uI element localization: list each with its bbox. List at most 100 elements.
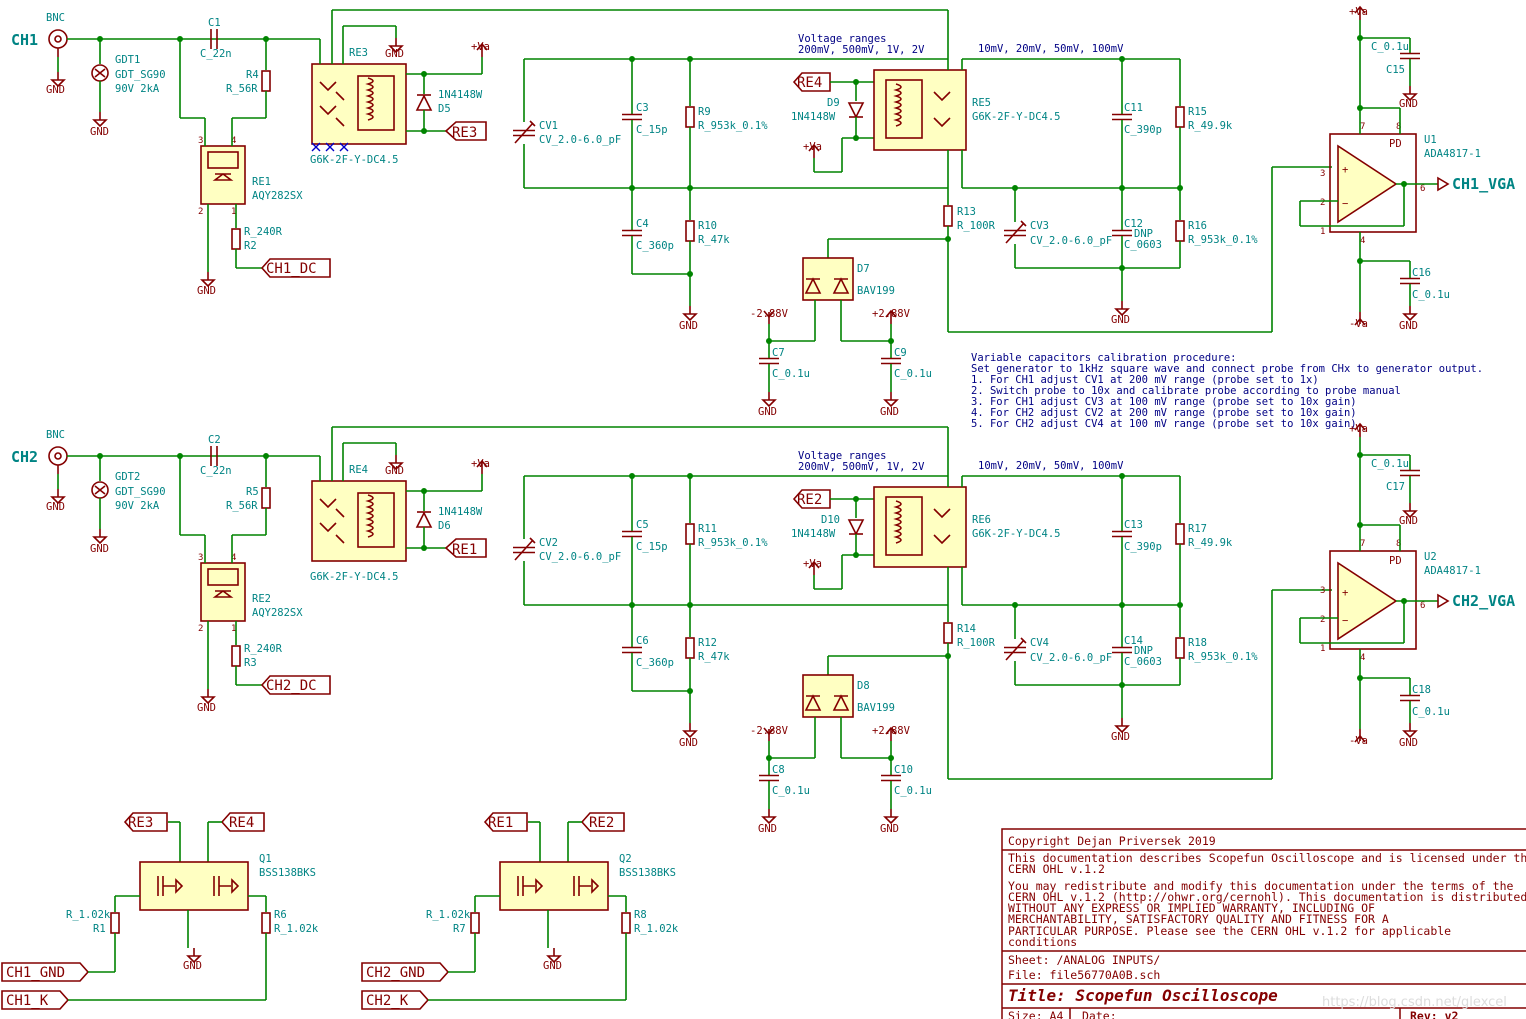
svg-text:R17: R17 [1188, 523, 1207, 535]
svg-text:10mV, 20mV, 50mV, 100mV: 10mV, 20mV, 50mV, 100mV [978, 43, 1124, 55]
ch1-dc-label [260, 258, 331, 278]
svg-text:RE1: RE1 [452, 542, 477, 558]
svg-text:GDT_SG90: GDT_SG90 [115, 69, 166, 81]
svg-text:6: 6 [1420, 184, 1425, 194]
svg-text:RE2: RE2 [797, 492, 822, 508]
svg-text:BAV199: BAV199 [857, 285, 895, 297]
svg-text:R12: R12 [698, 637, 717, 649]
svg-text:Q2: Q2 [619, 853, 632, 865]
svg-text:R_100R: R_100R [957, 220, 996, 232]
svg-text:GND: GND [90, 126, 109, 138]
svg-text:R_953k_0.1%: R_953k_0.1% [1188, 651, 1258, 663]
svg-text:Voltage ranges: Voltage ranges [798, 450, 887, 462]
svg-text:CV3: CV3 [1030, 220, 1049, 232]
tb-title: Title: Scopefun Oscilloscope [1008, 986, 1278, 1005]
gdt-1-ref: GDT1 [115, 54, 140, 66]
svg-text:-2.88V: -2.88V [750, 308, 789, 320]
svg-text:GND: GND [1399, 98, 1418, 110]
svg-text:C_0.1u: C_0.1u [894, 785, 932, 797]
svg-text:+2.88V: +2.88V [872, 308, 911, 320]
svg-text:conditions: conditions [1008, 935, 1077, 949]
svg-text:R_1.02k: R_1.02k [66, 909, 111, 921]
svg-text:C_0.1u: C_0.1u [1412, 289, 1450, 301]
svg-text:C_0.1u: C_0.1u [894, 368, 932, 380]
svg-text:RE3: RE3 [349, 47, 368, 59]
svg-text:GND: GND [880, 406, 899, 418]
svg-text:R5: R5 [246, 486, 259, 498]
svg-text:R14: R14 [957, 623, 976, 635]
svg-text:This documentation describes S: This documentation describes Scopefun Os… [1008, 851, 1526, 865]
svg-text:R2: R2 [244, 240, 257, 252]
svg-text:C18: C18 [1412, 684, 1431, 696]
svg-text:2. Switch probe to 10x and cal: 2. Switch probe to 10x and calibrate pro… [971, 385, 1401, 397]
svg-text:CH1_GND: CH1_GND [6, 965, 65, 981]
svg-text:4: 4 [1360, 653, 1365, 663]
svg-text:RE3: RE3 [128, 815, 153, 831]
gnd-label: GND [46, 84, 65, 96]
svg-text:CV2: CV2 [539, 537, 558, 549]
svg-text:CV_2.0-6.0_pF: CV_2.0-6.0_pF [1030, 235, 1112, 247]
svg-text:R13: R13 [957, 206, 976, 218]
svg-text:R7: R7 [453, 923, 466, 935]
svg-text:1N4148W: 1N4148W [438, 89, 483, 101]
svg-text:C_360p: C_360p [636, 240, 674, 252]
svg-text:CV_2.0-6.0_pF: CV_2.0-6.0_pF [539, 134, 621, 146]
svg-text:3: 3 [1320, 586, 1325, 596]
svg-text:RE4: RE4 [229, 815, 254, 831]
svg-text:C_22n: C_22n [200, 48, 232, 60]
svg-text:Sheet: /ANALOG INPUTS/: Sheet: /ANALOG INPUTS/ [1008, 953, 1160, 967]
svg-text:5. For CH2 adjust CV4 at 100 m: 5. For CH2 adjust CV4 at 100 mV range (p… [971, 418, 1357, 430]
svg-text:3. For CH1 adjust CV3 at 100 m: 3. For CH1 adjust CV3 at 100 mV range (p… [971, 396, 1357, 408]
relay-re3 [311, 63, 407, 145]
svg-text:C_0.1u: C_0.1u [772, 785, 810, 797]
svg-text:GND: GND [385, 48, 404, 60]
svg-text:CH1_VGA: CH1_VGA [1452, 175, 1515, 193]
svg-text:GND: GND [385, 465, 404, 477]
svg-text:GND: GND [1111, 731, 1130, 743]
c1-ref: C1 [208, 17, 221, 29]
svg-text:C13: C13 [1124, 519, 1143, 531]
svg-text:3: 3 [198, 553, 203, 563]
svg-text:C_22n: C_22n [200, 465, 232, 477]
svg-text:4: 4 [1360, 236, 1365, 246]
svg-text:BNC: BNC [46, 429, 65, 441]
svg-text:PARTICULAR PURPOSE. Please: PARTICULAR PURPOSE. Please see the CERN … [1008, 924, 1451, 938]
svg-text:C11: C11 [1124, 102, 1143, 114]
svg-text:C_15p: C_15p [636, 124, 668, 136]
ch1-connector-label: CH1 [11, 31, 38, 49]
svg-text:GND: GND [1399, 320, 1418, 332]
svg-text:GND: GND [197, 285, 216, 297]
svg-text:R_49.9k: R_49.9k [1188, 537, 1233, 549]
svg-text:7: 7 [1360, 122, 1365, 132]
svg-text:C2: C2 [208, 434, 221, 446]
svg-text:1. For CH1 adjust CV1 at 200 m: 1. For CH1 adjust CV1 at 200 mV range (p… [971, 374, 1319, 386]
svg-text:GDT_SG90: GDT_SG90 [115, 486, 166, 498]
svg-text:C8: C8 [772, 764, 785, 776]
channel-1: BNC CH1 GND GND GDT1 GDT_SG90 90V 2kA C1… [11, 6, 1515, 418]
svg-text:R11: R11 [698, 523, 717, 535]
svg-text:1: 1 [231, 207, 236, 217]
svg-text:4: 4 [231, 553, 236, 563]
svg-text:2: 2 [1320, 615, 1325, 625]
svg-text:GND: GND [1399, 515, 1418, 527]
svg-text:R_240R: R_240R [244, 643, 283, 655]
svg-text:R18: R18 [1188, 637, 1207, 649]
svg-text:R_49.9k: R_49.9k [1188, 120, 1233, 132]
svg-text:-Va: -Va [1349, 318, 1368, 330]
svg-text:Variable capacitors calibratio: Variable capacitors calibration procedur… [971, 352, 1237, 364]
svg-text:C5: C5 [636, 519, 649, 531]
svg-text:C_360p: C_360p [636, 657, 674, 669]
svg-text:GND: GND [543, 960, 562, 972]
svg-text:+Va: +Va [1349, 6, 1368, 18]
svg-text:C6: C6 [636, 635, 649, 647]
svg-text:CERN OHL v.1.2: CERN OHL v.1.2 [1008, 862, 1105, 876]
svg-text:4: 4 [231, 136, 236, 146]
driver-q2: RE1 RE2 Q2 BSS138BKS GND R_1.02k R7 R8 R… [361, 812, 679, 1010]
svg-text:C_15p: C_15p [636, 541, 668, 553]
svg-text:Size: A4: Size: A4 [1008, 1009, 1063, 1019]
svg-text:−: − [1342, 615, 1348, 627]
svg-text:CV1: CV1 [539, 120, 558, 132]
bnc-1 [48, 29, 68, 58]
svg-text:R3: R3 [244, 657, 257, 669]
svg-text:PD: PD [1389, 138, 1402, 150]
